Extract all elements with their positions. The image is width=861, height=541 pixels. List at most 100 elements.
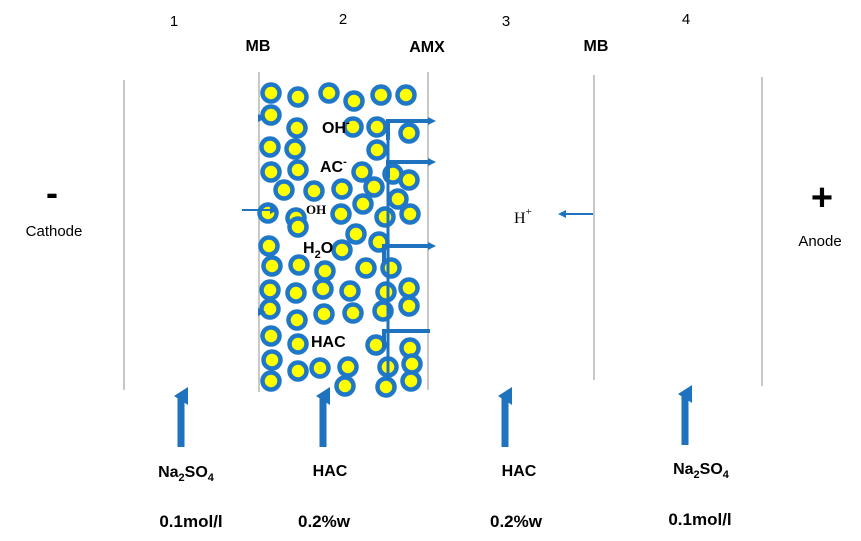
feed-1-sub1: 2 — [179, 472, 185, 484]
resin-bead — [398, 295, 420, 317]
resin-bead — [284, 138, 306, 160]
channel-bracket-4 — [382, 329, 430, 348]
resin-bead — [366, 139, 388, 161]
resin-bead — [260, 325, 282, 347]
resin-bead — [286, 309, 308, 331]
resin-bead — [374, 206, 396, 228]
resin-bead — [313, 303, 335, 325]
resin-bead — [339, 280, 361, 302]
h-plus-base: H — [514, 210, 526, 227]
resin-bead — [287, 360, 309, 382]
species-h2o-pre: H — [303, 240, 315, 257]
resin-bead — [260, 104, 282, 126]
species-h2o-post: O — [321, 240, 333, 257]
resin-bead — [287, 86, 309, 108]
species-oh-small: OH — [306, 202, 326, 217]
anode-sign: + — [811, 177, 833, 219]
resin-bead — [375, 281, 397, 303]
resin-bead — [399, 203, 421, 225]
resin-bead — [331, 239, 353, 261]
membrane-label-left: MB — [246, 38, 271, 55]
species-ac-base: AC — [320, 159, 344, 176]
cathode-sign: - — [46, 172, 58, 213]
feed-3-solute: HAC — [502, 463, 537, 480]
resin-bead — [260, 370, 282, 392]
species-oh-top: OH- — [322, 117, 350, 137]
resin-bead — [287, 159, 309, 181]
resin-bead — [343, 90, 365, 112]
resin-bead — [387, 188, 409, 210]
resin-bead — [352, 193, 374, 215]
feed-4-solute: Na2SO4 — [673, 461, 730, 481]
resin-bead — [375, 376, 397, 398]
resin-bead — [309, 357, 331, 379]
feed-4-concentration: 0.1mol/l — [668, 510, 731, 529]
resin-bead — [259, 298, 281, 320]
resin-bead — [318, 82, 340, 104]
feed-1-so: SO — [185, 464, 208, 481]
membrane-label-middle: AMX — [409, 39, 445, 56]
resin-bead — [355, 257, 377, 279]
feed-4-sub1: 2 — [694, 469, 700, 481]
resin-bead — [287, 216, 309, 238]
resin-bead — [303, 180, 325, 202]
resin-bead — [286, 117, 308, 139]
resin-bead — [342, 302, 364, 324]
resin-bead — [337, 356, 359, 378]
h-plus-sup: + — [526, 206, 532, 218]
resin-bead — [401, 353, 423, 375]
resin-bead — [395, 84, 417, 106]
resin-bead — [258, 235, 280, 257]
resin-bead — [312, 278, 334, 300]
resin-channel-structure — [382, 119, 430, 380]
membrane-label-right: MB — [584, 38, 609, 55]
membrane-side-arrows — [258, 114, 436, 316]
resin-bead — [261, 349, 283, 371]
anode-label: Anode — [798, 233, 841, 250]
feed-4-sub2: 4 — [723, 469, 730, 481]
resin-bead — [345, 223, 367, 245]
resin-bead — [261, 255, 283, 277]
resin-bead — [366, 116, 388, 138]
resin-bead — [398, 277, 420, 299]
cathode-label: Cathode — [26, 223, 83, 240]
channel-bracket-3 — [382, 244, 430, 262]
compartment-number-3: 3 — [502, 13, 510, 30]
feed-1-concentration: 0.1mol/l — [159, 512, 222, 531]
resin-bead — [259, 279, 281, 301]
resin-bead — [400, 370, 422, 392]
feed-1-sub2: 4 — [208, 472, 215, 484]
resin-bead — [330, 203, 352, 225]
h-plus-label: H+ — [514, 206, 532, 227]
resin-bead — [285, 282, 307, 304]
resin-bead — [257, 202, 279, 224]
feed-4-na: Na — [673, 461, 694, 478]
species-ac-sup: - — [343, 156, 347, 168]
resin-bead — [380, 257, 402, 279]
species-ac: AC- — [320, 156, 347, 176]
species-h2o-sub: 2 — [315, 249, 321, 261]
species-h2o: H2O — [303, 240, 333, 261]
resin-bead — [260, 161, 282, 183]
feed-3-concentration: 0.2%w — [490, 512, 543, 531]
species-oh-top-sup: - — [346, 117, 350, 129]
compartment-number-1: 1 — [170, 13, 178, 30]
resin-bead — [287, 333, 309, 355]
species-oh-top-base: OH — [322, 120, 346, 137]
feed-2-solute: HAC — [313, 463, 348, 480]
feed-2-concentration: 0.2%w — [298, 512, 351, 531]
resin-bead — [398, 169, 420, 191]
resin-bead — [314, 260, 336, 282]
resin-bead — [363, 176, 385, 198]
compartment-number-2: 2 — [339, 11, 347, 28]
resin-bead — [273, 179, 295, 201]
species-hac: HAC — [311, 334, 346, 351]
resin-bead — [365, 334, 387, 356]
resin-bead — [342, 116, 364, 138]
compartment-number-4: 4 — [682, 11, 690, 28]
resin-bead — [331, 178, 353, 200]
resin-bead — [398, 122, 420, 144]
resin-bead — [259, 136, 281, 158]
resin-bead — [334, 375, 356, 397]
